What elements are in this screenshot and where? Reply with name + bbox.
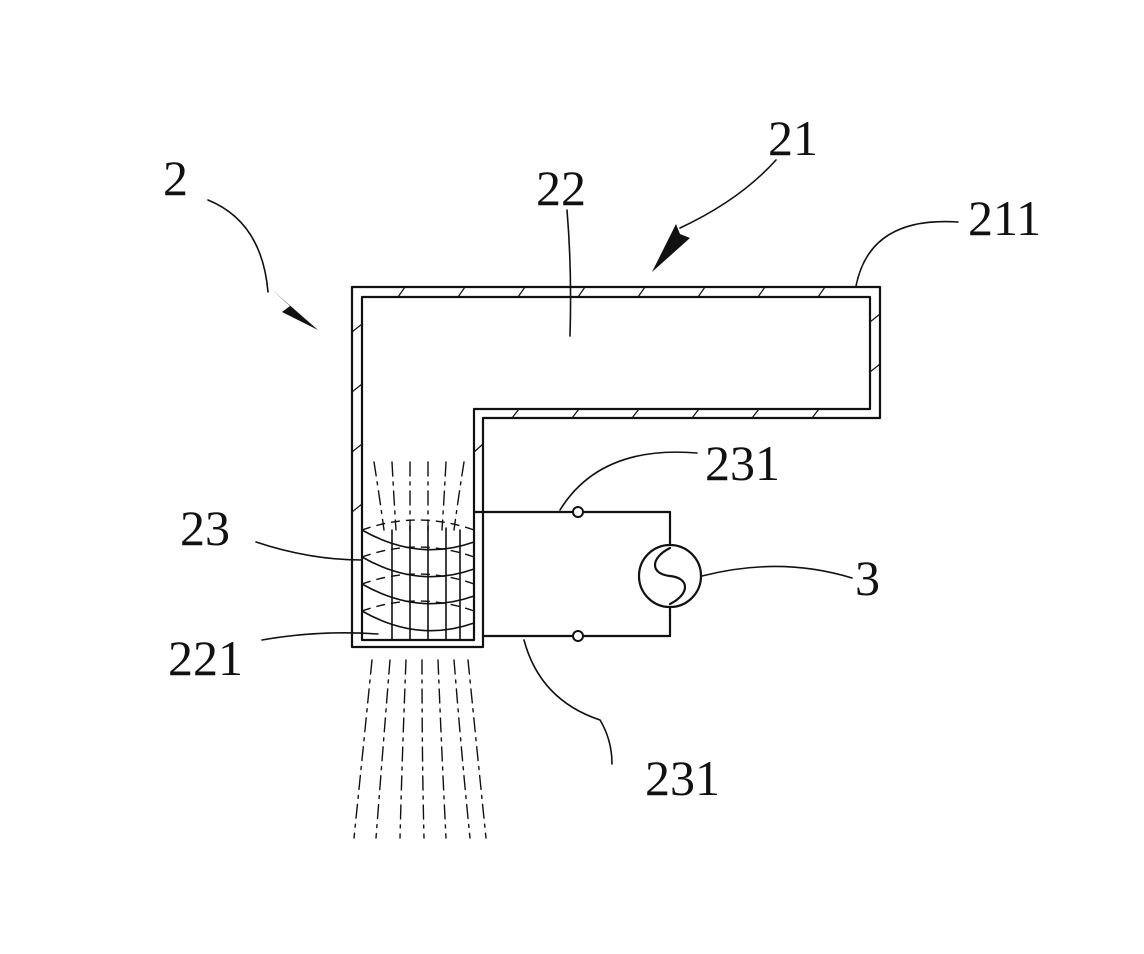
- label-shell: 211: [968, 190, 1041, 246]
- field-lines-upper: [374, 462, 464, 530]
- reference-labels: 2 21 22 211 231 23 3 221 231: [163, 110, 1041, 806]
- terminal-bottom: [573, 631, 583, 641]
- housing-outer-shell: [352, 287, 880, 647]
- coil-winding: [362, 520, 474, 640]
- label-core-end: 221: [168, 630, 243, 686]
- label-lead-top: 231: [705, 435, 780, 491]
- label-device: 2: [163, 150, 188, 206]
- leader-lines: [208, 160, 958, 764]
- arrow-housing-icon: [652, 224, 690, 272]
- label-housing: 21: [768, 110, 818, 166]
- terminal-top: [573, 507, 583, 517]
- label-power-source: 3: [855, 550, 880, 606]
- ac-source-icon: [639, 545, 701, 607]
- label-coil: 23: [180, 500, 230, 556]
- label-lead-bottom: 231: [645, 750, 720, 806]
- field-lines-lower: [354, 660, 486, 838]
- core-inner-outline: [362, 297, 870, 640]
- shell-hatching: [352, 287, 880, 512]
- arrow-device-icon: [270, 288, 318, 330]
- label-core: 22: [536, 160, 586, 216]
